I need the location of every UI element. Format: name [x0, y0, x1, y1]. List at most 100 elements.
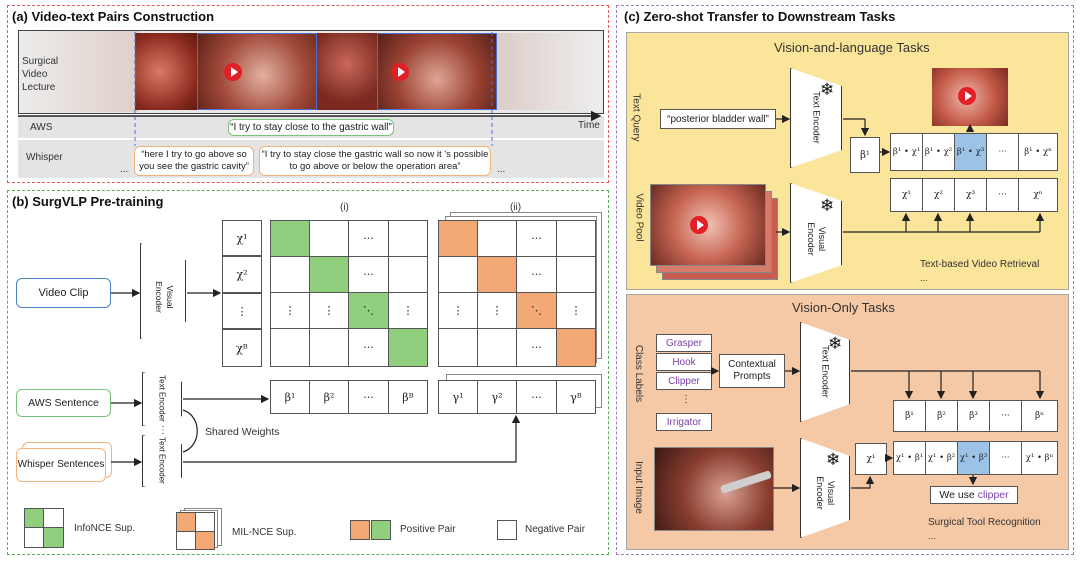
legend-negative: [497, 520, 517, 540]
input-image-label: Input Image: [632, 461, 644, 514]
video-pool-label: Video Pool: [633, 193, 645, 242]
positive-cell: ⋱: [516, 292, 557, 329]
matrix-cell: [309, 220, 349, 257]
text-encoder-whisper: [142, 435, 182, 487]
matrix-cell: ···: [348, 220, 389, 257]
matrix-cell: ···: [348, 256, 389, 293]
sim-cell: ···: [986, 133, 1019, 171]
matrix-cell: ···: [516, 220, 557, 257]
gamma-cell: γ¹: [438, 380, 478, 414]
matrix-cell: ⋮: [309, 292, 349, 329]
retrieval-ellipsis: ...: [920, 273, 928, 283]
matrix-cell: ⋮: [556, 292, 596, 329]
aws-label: AWS: [30, 122, 53, 133]
whisper-sentences-box: Whisper Sentences: [16, 448, 106, 482]
panel-c: [616, 5, 1074, 555]
panel-c-title: (c) Zero-shot Transfer to Downstream Tas…: [624, 9, 896, 24]
legend-infonce-icon: [24, 508, 64, 548]
chi-cell: ⋮: [222, 293, 262, 329]
matrix-i: ··· ··· ⋮ ⋮ ⋱ ⋮ ···: [270, 220, 428, 367]
legend-infonce-label: InfoNCE Sup.: [74, 523, 136, 534]
matrix-cell: [270, 328, 310, 367]
matrix-cell: [477, 328, 517, 367]
legend-positive-orange: [350, 520, 370, 540]
time-label: Time: [578, 120, 600, 131]
class-label: Grasper: [656, 334, 712, 352]
play-icon[interactable]: [391, 63, 409, 81]
legend-milnce-icon: [176, 508, 222, 550]
gamma-cell: γᴮ: [556, 380, 596, 414]
whisper-ellipsis-left: ...: [120, 164, 129, 175]
play-icon[interactable]: [224, 63, 242, 81]
beta-cell-c: βⁿ: [1021, 400, 1058, 432]
play-icon[interactable]: [958, 87, 976, 105]
prediction-prefix: We use: [939, 489, 975, 501]
chi-cell: χ²: [222, 256, 262, 293]
positive-cell: [477, 256, 517, 293]
legend-cell: [43, 527, 64, 548]
query-box: “posterior bladder wall”: [660, 109, 776, 129]
whisper-ellipsis-right: ...: [497, 164, 506, 175]
sim-cell: χ¹ • β¹: [893, 441, 926, 475]
prediction-class: clipper: [977, 489, 1009, 501]
whisper-quote-1: “here I try to go above so you see the g…: [134, 146, 254, 176]
panel-b: [7, 190, 609, 555]
legend-cell: [24, 508, 44, 528]
surgical-frame-1: [135, 33, 197, 110]
text-encoder-aws-label: Text Encoder: [157, 375, 167, 422]
legend-cell: [176, 531, 196, 550]
input-surgical-image: [654, 447, 774, 531]
prediction-box: We use clipper: [930, 486, 1018, 504]
matrix-cell: [388, 256, 428, 293]
contextual-prompts-box: Contextual Prompts: [719, 354, 785, 388]
matrix-cell: [309, 328, 349, 367]
recognition-label: Surgical Tool Recognition: [928, 517, 1041, 528]
beta-cell-c: β²: [925, 400, 958, 432]
visual-encoder-c2-label: Visual Encoder: [815, 476, 836, 510]
class-vdots: ⋮: [681, 394, 691, 405]
matrix-cell: [388, 220, 428, 257]
faded-frame-right: [497, 33, 602, 110]
aws-quote: “I try to stay close to the gastric wall…: [228, 119, 394, 136]
chi1-cell-c: χ¹: [855, 443, 887, 475]
sim-cell: β¹ • χⁿ: [1018, 133, 1058, 171]
class-label: Hook: [656, 353, 712, 371]
frozen-snowflake-icon: ❄: [826, 450, 841, 470]
visual-encoder-label: Visual Encoder: [154, 281, 175, 313]
video-clip-box: Video Clip: [16, 278, 111, 308]
sim-cell: χ¹ • β²: [925, 441, 958, 475]
class-label: Clipper: [656, 372, 712, 390]
vl-tasks-title: Vision-and-language Tasks: [774, 40, 930, 55]
matrix-cell: [477, 220, 517, 257]
panel-a: [7, 5, 609, 183]
text-query-label: Text Query: [630, 93, 642, 142]
whisper-quote-2: “I try to stay close the gastric wall so…: [259, 146, 491, 176]
legend-negative-label: Negative Pair: [525, 524, 586, 535]
class-label: Irrigator: [656, 413, 712, 431]
chi-cell-c: χ¹: [890, 178, 923, 212]
matrix-cell: ···: [516, 256, 557, 293]
matrix-cell: ···: [348, 328, 389, 367]
aws-sentence-box: AWS Sentence: [16, 389, 111, 417]
sim-cell: β¹ • χ²: [922, 133, 955, 171]
whisper-label: Whisper: [26, 152, 63, 163]
video-lecture-label: Surgical Video Lecture: [22, 56, 59, 93]
matrix-ii-label: (ii): [510, 202, 522, 213]
legend-positive-label: Positive Pair: [400, 524, 456, 535]
matrix-cell: ⋮: [477, 292, 517, 329]
positive-cell: [556, 328, 596, 367]
surgical-frame-2: [197, 33, 317, 110]
legend-milnce-label: MIL-NCE Sup.: [232, 527, 297, 538]
sim-cell-highlight: β¹ • χ³: [954, 133, 987, 171]
faded-frame-left: [19, 31, 139, 112]
beta-cell: β²: [309, 380, 349, 414]
play-icon[interactable]: [690, 216, 708, 234]
frozen-snowflake-icon: ❄: [820, 80, 835, 100]
chi-cell-c: χⁿ: [1018, 178, 1058, 212]
frozen-snowflake-icon: ❄: [820, 196, 835, 216]
gamma-cell: ···: [516, 380, 557, 414]
chi-cell-c: ···: [986, 178, 1019, 212]
beta1-cell: β¹: [850, 137, 880, 173]
chi-cell-c: χ³: [954, 178, 987, 212]
beta-cell: βᴮ: [388, 380, 428, 414]
